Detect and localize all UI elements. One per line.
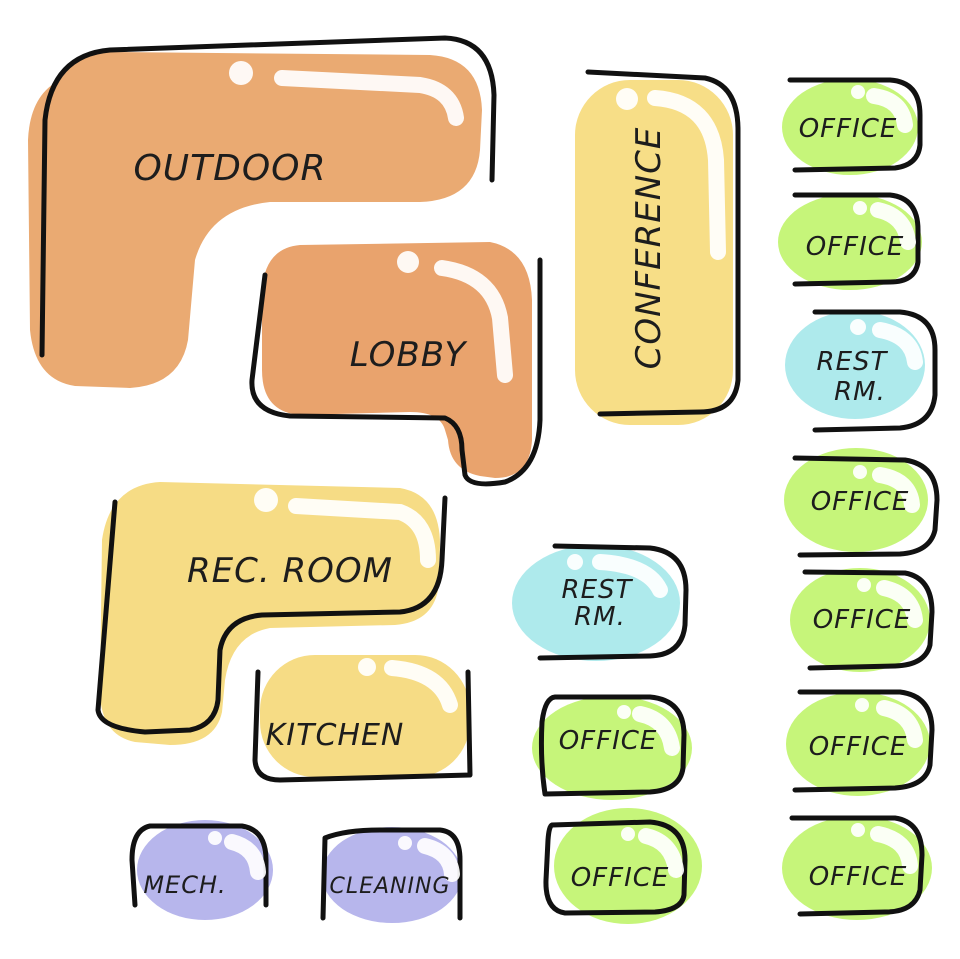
kitchen-fill [260, 655, 470, 777]
room-office-middle-1: OFFICE [532, 694, 692, 800]
room-office-right-4: OFFICE [790, 568, 935, 672]
room-outdoor: OUTDOOR [28, 35, 497, 388]
room-rest-rm-left: REST RM. [512, 543, 689, 661]
office-r1-label: OFFICE [799, 114, 898, 144]
conference-fill [575, 80, 733, 425]
kitchen-label: KITCHEN [266, 718, 405, 753]
lobby-label: LOBBY [350, 335, 468, 375]
room-conference: CONFERENCE [575, 69, 741, 425]
room-rec-room: REC. ROOM [95, 482, 448, 745]
room-office-right-6: OFFICE [782, 815, 932, 920]
office-m1-label: OFFICE [559, 726, 658, 756]
office-r5-label: OFFICE [809, 732, 908, 762]
room-office-middle-2: OFFICE [543, 808, 702, 924]
room-lobby: LOBBY [249, 242, 543, 487]
room-office-right-2: OFFICE [778, 192, 922, 290]
office-r6-label: OFFICE [809, 862, 908, 892]
rest-rm-left-label-line2: RM. [574, 602, 626, 632]
office-r3-label: OFFICE [811, 487, 910, 517]
outdoor-label: OUTDOOR [133, 148, 326, 189]
cleaning-label: CLEANING [329, 874, 450, 899]
rest-rm-left-label-line1: REST [562, 575, 634, 605]
office-r4-label: OFFICE [813, 605, 912, 635]
room-mech: MECH. [129, 820, 273, 920]
office-m2-label: OFFICE [571, 863, 670, 893]
room-kitchen: KITCHEN [252, 655, 473, 783]
rest-rm-right-label-line2: RM. [834, 377, 886, 407]
room-office-right-3: OFFICE [784, 448, 940, 558]
room-cleaning: CLEANING [320, 827, 463, 923]
room-office-right-1: OFFICE [782, 77, 923, 175]
lobby-fill [262, 242, 532, 478]
room-office-right-5: OFFICE [786, 689, 935, 796]
conference-label: CONFERENCE [629, 127, 669, 370]
mech-label: MECH. [143, 871, 226, 899]
office-r2-label: OFFICE [806, 232, 905, 262]
rest-rm-right-label-line1: REST [817, 347, 889, 377]
room-rest-rm-right: REST RM. [785, 309, 938, 433]
outdoor-fill [28, 52, 482, 388]
rec-room-label: REC. ROOM [187, 551, 393, 591]
